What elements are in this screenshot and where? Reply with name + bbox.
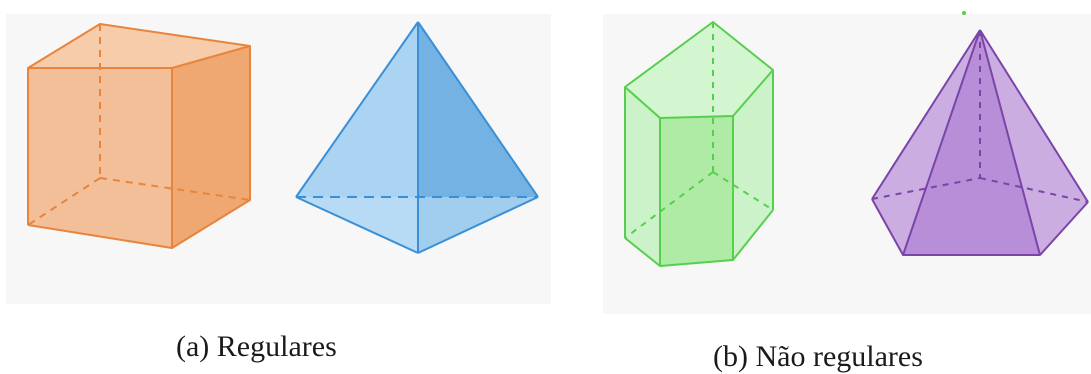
caption-regulares: (a) Regulares <box>176 330 337 363</box>
pentagonal-prism-shape <box>624 11 966 267</box>
caption-nao-regulares: (b) Não regulares <box>713 340 923 373</box>
square-pyramid-shape <box>295 21 539 254</box>
cube-shape <box>27 23 251 249</box>
pentagonal-pyramid-shape <box>871 29 1089 256</box>
